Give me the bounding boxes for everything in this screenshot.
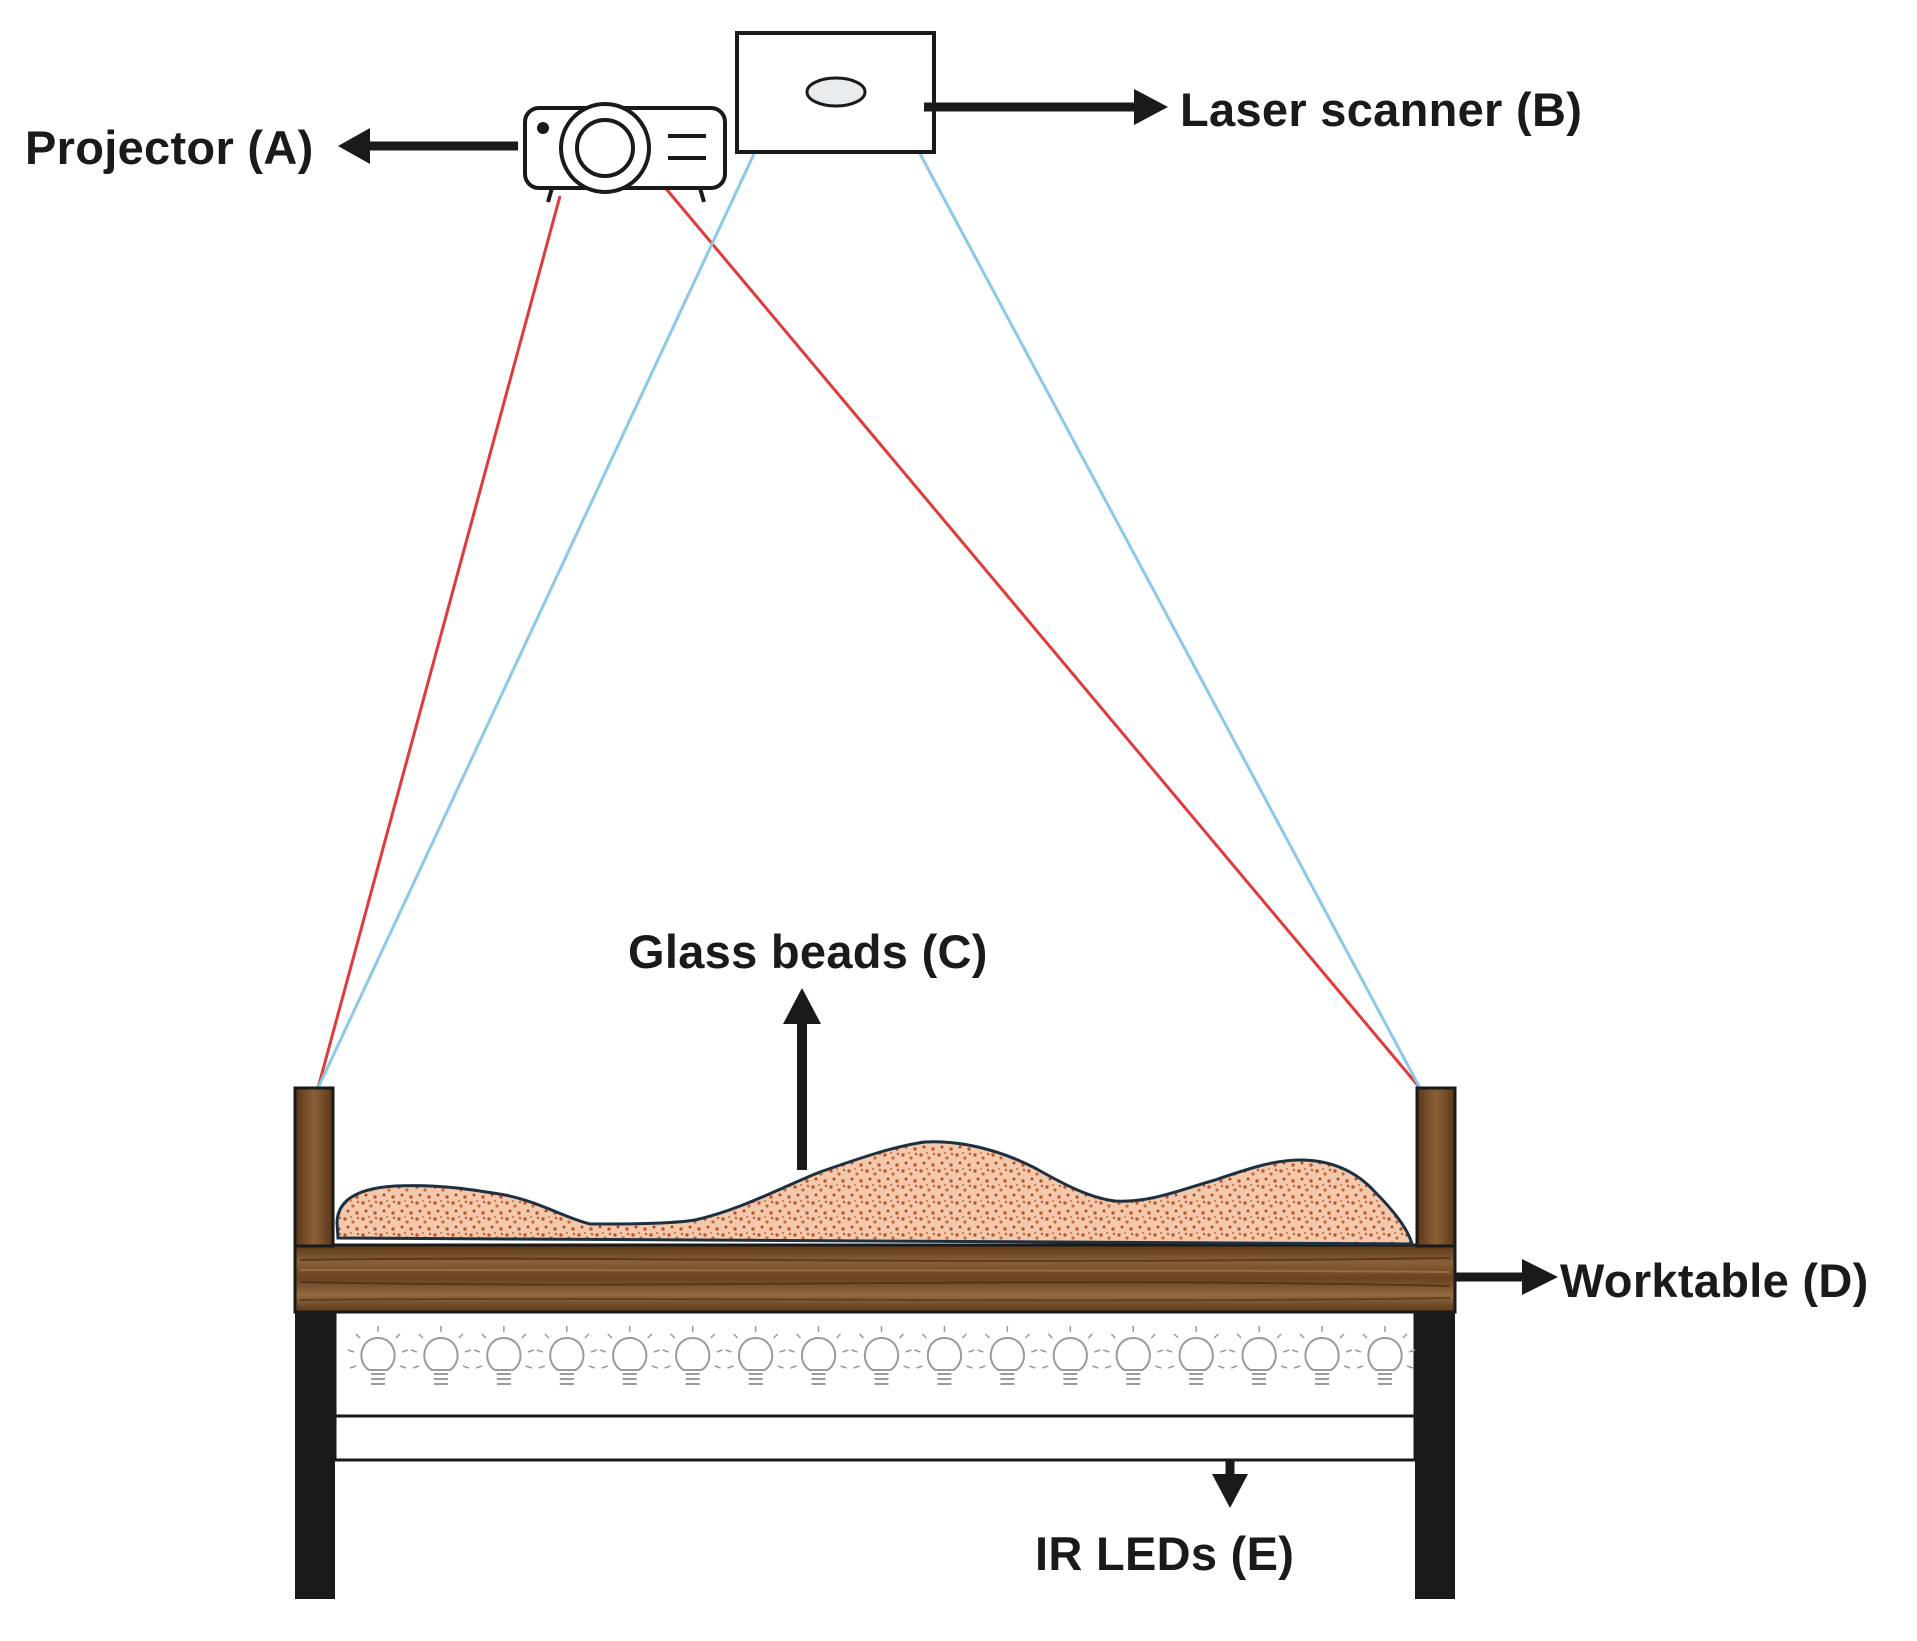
projector-beam xyxy=(316,171,1422,1089)
left-wall xyxy=(293,1086,335,1248)
worktable xyxy=(293,1243,1457,1314)
ir-led-row xyxy=(347,1326,1416,1385)
light-bulb-icon xyxy=(1354,1326,1416,1385)
table-frame xyxy=(295,1310,1455,1599)
scanner-beam-left xyxy=(316,93,784,1089)
light-bulb-icon xyxy=(347,1326,409,1385)
laser-scanner-arrow xyxy=(924,89,1168,125)
light-bulb-icon xyxy=(599,1326,660,1385)
light-bulb-icon xyxy=(1291,1326,1353,1385)
light-bulb-icon xyxy=(1103,1326,1164,1385)
worktable-arrow xyxy=(1450,1259,1558,1295)
projector-beam-right xyxy=(650,171,1422,1089)
worktable-label: Worktable (D) xyxy=(1560,1254,1869,1307)
light-bulb-icon xyxy=(977,1326,1038,1385)
laser-scanner-icon xyxy=(735,31,936,154)
projector-beam-left xyxy=(316,195,562,1089)
scanner-beam xyxy=(316,93,1422,1089)
light-bulb-icon xyxy=(725,1326,786,1385)
light-bulb-icon xyxy=(473,1326,535,1385)
light-bulb-icon xyxy=(536,1326,598,1385)
left-leg xyxy=(295,1310,335,1599)
projector-icon xyxy=(523,102,727,203)
light-bulb-icon xyxy=(914,1326,975,1385)
side-walls xyxy=(293,1086,1457,1248)
right-wall xyxy=(1415,1086,1457,1248)
light-bulb-icon xyxy=(662,1326,723,1385)
light-bulb-icon xyxy=(410,1326,472,1385)
right-leg xyxy=(1415,1310,1455,1599)
glass-beads-label: Glass beads (C) xyxy=(628,925,988,978)
projector-arrow xyxy=(338,128,518,164)
light-bulb-icon xyxy=(1228,1326,1290,1385)
lower-rail xyxy=(333,1414,1417,1462)
light-bulb-icon xyxy=(788,1326,849,1385)
light-bulb-icon xyxy=(1165,1326,1227,1385)
laser-scanner-label: Laser scanner (B) xyxy=(1180,83,1583,136)
glass-beads-arrow xyxy=(783,988,821,1170)
projector-label: Projector (A) xyxy=(25,121,314,174)
light-bulb-icon xyxy=(851,1326,912,1385)
ir-leds-label: IR LEDs (E) xyxy=(1035,1527,1295,1580)
scanner-beam-right xyxy=(886,93,1422,1089)
light-bulb-icon xyxy=(1040,1326,1101,1385)
glass-beads-pile xyxy=(335,1140,1414,1246)
